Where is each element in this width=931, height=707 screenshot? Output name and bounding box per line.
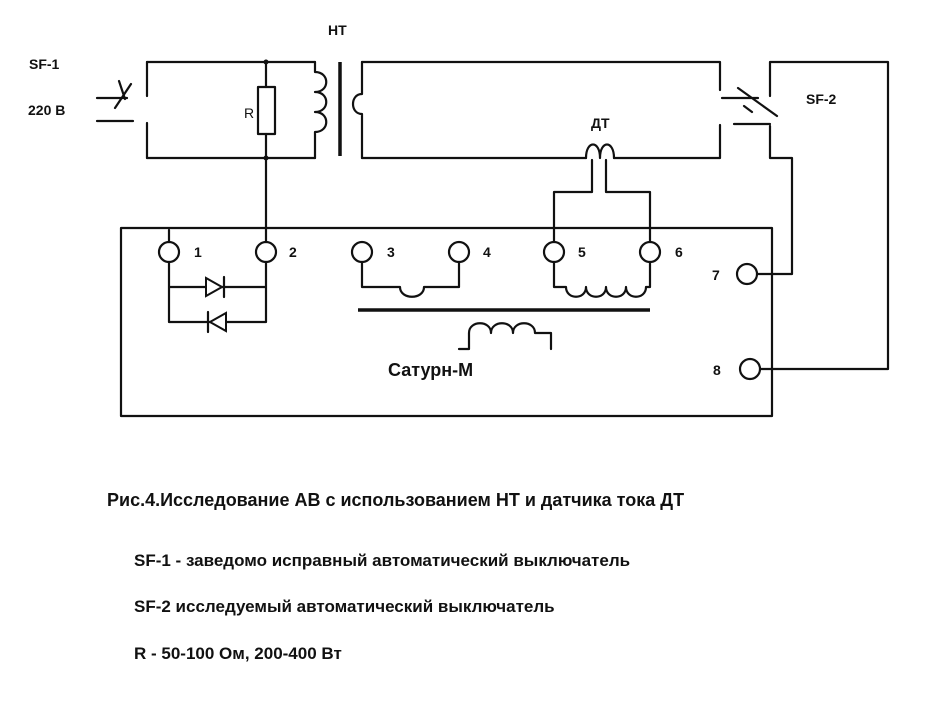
transformer-ht (313, 60, 364, 160)
note-sf1: SF-1 - заведомо исправный автоматический… (134, 551, 631, 570)
label-sf1: SF-1 (29, 56, 60, 72)
terminal-label-6: 6 (675, 244, 683, 260)
terminal-8 (738, 357, 762, 381)
label-sf2: SF-2 (806, 91, 837, 107)
terminal-label-8: 8 (713, 362, 721, 378)
terminal-3 (350, 240, 374, 264)
terminal-7 (735, 262, 759, 286)
current-sensor-dt (552, 143, 652, 243)
device-box (119, 226, 774, 418)
label-ht: НТ (328, 22, 347, 38)
terminal-label-4: 4 (483, 244, 491, 260)
terminal-5 (542, 240, 566, 264)
terminal-leads (167, 156, 268, 244)
internal-transformer (358, 260, 652, 351)
terminal-4 (447, 240, 471, 264)
diode-pair (167, 260, 268, 334)
terminal-6 (638, 240, 662, 264)
secondary-wiring (360, 60, 722, 160)
terminal-label-5: 5 (578, 244, 586, 260)
label-voltage: 220 В (28, 102, 65, 118)
device-name: Сатурн-М (388, 360, 473, 380)
label-r: R (244, 105, 254, 121)
terminal-label-3: 3 (387, 244, 395, 260)
resistor-r (256, 85, 277, 136)
sf1-breaker (95, 60, 149, 160)
primary-wiring (145, 60, 317, 160)
label-dt: ДТ (591, 115, 610, 131)
junction-dot (263, 59, 269, 65)
terminal-1 (157, 240, 181, 264)
figure-caption: Рис.4.Исследование АВ с использованием Н… (107, 490, 685, 510)
terminal-label-7: 7 (712, 267, 720, 283)
note-sf2: SF-2 исследуемый автоматический выключат… (134, 597, 555, 616)
terminal-2 (254, 240, 278, 264)
note-resistor: R - 50-100 Ом, 200-400 Вт (134, 644, 342, 663)
terminal-label-2: 2 (289, 244, 297, 260)
sf2-breaker (720, 60, 890, 371)
terminal-label-1: 1 (194, 244, 202, 260)
